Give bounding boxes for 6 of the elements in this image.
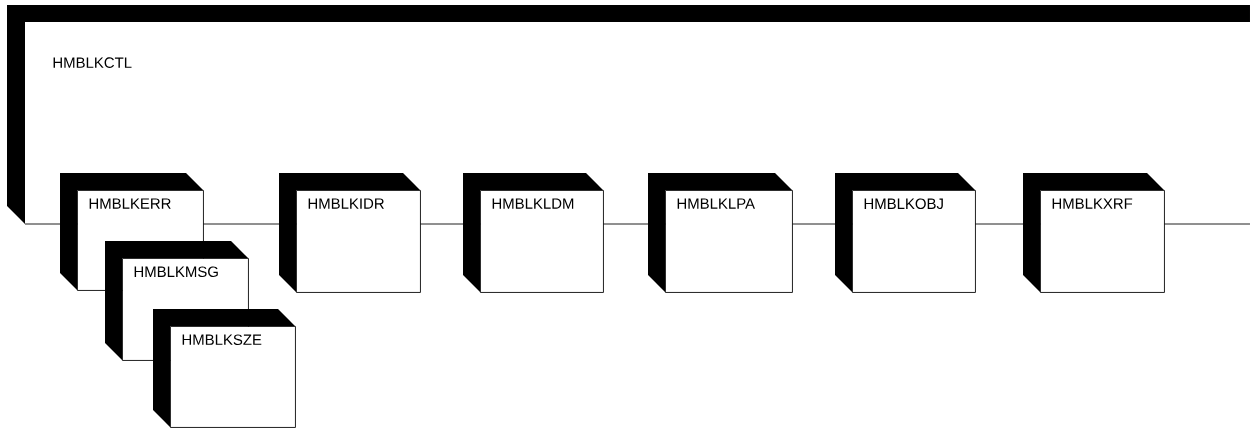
module-box: HMBLKOBJ (835, 173, 976, 293)
module-box: HMBLKLPA (648, 173, 793, 293)
module-box: HMBLKXRF (1023, 173, 1165, 293)
module-box: HMBLKIDR (279, 173, 421, 293)
module-box: HMBLKLDM (463, 173, 604, 293)
module-box: HMBLKSZE (153, 309, 296, 428)
